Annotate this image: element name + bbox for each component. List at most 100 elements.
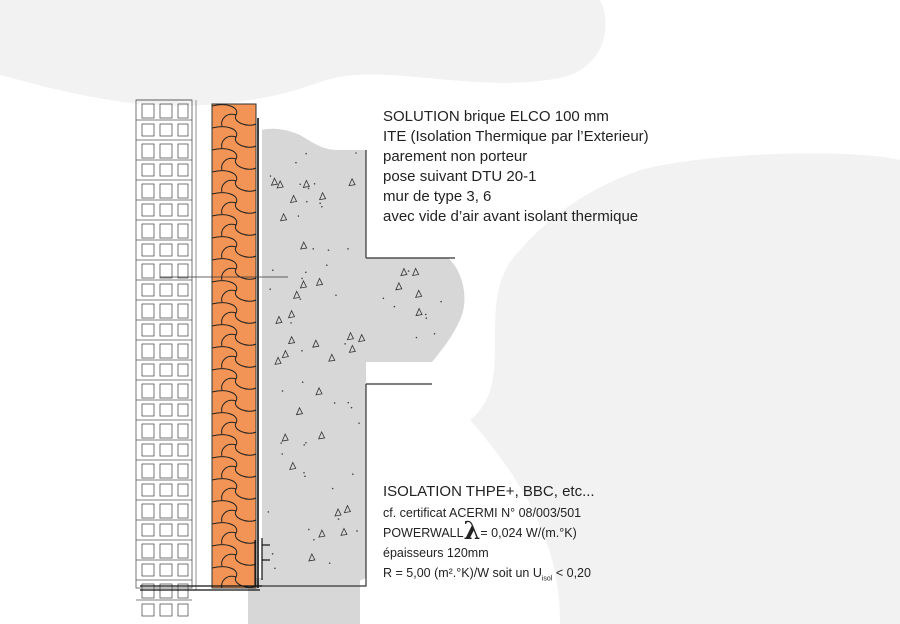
product-name: POWERWALL: [383, 526, 464, 540]
aggregate-triangle: [287, 335, 296, 345]
certificate-line: cf. certificat ACERMI N° 08/003/501: [383, 506, 582, 520]
aggregate-dot: [347, 248, 349, 250]
aggregate-triangle: [270, 177, 279, 186]
aggregate-dot: [347, 401, 350, 404]
concrete-aggregate: [267, 152, 442, 570]
aggregate-dot: [433, 332, 436, 335]
aggregate-dot: [281, 453, 284, 455]
aggregate-dot: [335, 294, 337, 297]
aggregate-triangle: [348, 344, 356, 353]
solution-line: mur de type 3, 6: [383, 188, 492, 205]
brick-course: [136, 579, 192, 617]
aggregate-dot: [327, 249, 330, 251]
brick-course: [136, 499, 192, 537]
lambda-symbol: λ: [463, 516, 481, 545]
aggregate-triangle: [415, 307, 423, 317]
aggregate-dot: [305, 442, 307, 444]
brick-course: [136, 299, 192, 337]
aggregate-dot: [305, 152, 307, 155]
aggregate-triangle: [317, 430, 326, 440]
aggregate-dot: [382, 297, 385, 300]
aggregate-triangle: [281, 433, 289, 442]
brick-course: [136, 419, 192, 457]
aggregate-triangle: [415, 289, 423, 298]
aggregate-triangle: [276, 180, 284, 189]
aggregate-triangle: [343, 504, 352, 514]
aggregate-triangle: [334, 508, 342, 517]
aggregate-triangle: [328, 353, 336, 362]
aggregate-dot: [307, 187, 310, 190]
u-subscript: isol: [541, 575, 553, 583]
aggregate-triangle: [318, 191, 327, 201]
aggregate-dot: [313, 538, 315, 541]
aggregate-dot: [328, 562, 331, 564]
resistance-line: R = 5,00 (m².°K)/W soit un Uisol < 0,20: [383, 563, 595, 590]
aggregate-dot: [312, 248, 315, 250]
solution-line: SOLUTION brique ELCO 100 mm: [383, 108, 609, 125]
brick-course: [136, 259, 192, 297]
brick-course: [136, 379, 192, 417]
aggregate-dot: [407, 270, 410, 272]
aggregate-triangle: [275, 315, 283, 324]
brick-course: [136, 179, 192, 217]
aggregate-dot: [393, 305, 396, 308]
u-limit: < 0,20: [552, 566, 591, 580]
base-detail: [140, 538, 270, 591]
aggregate-dot: [297, 215, 300, 217]
aggregate-triangle: [346, 331, 355, 341]
aggregate-triangle: [289, 194, 298, 203]
aggregate-dot: [303, 471, 305, 474]
aggregate-dot: [337, 518, 340, 520]
aggregate-dot: [295, 161, 297, 164]
solution-line: pose suivant DTU 20-1: [383, 168, 537, 185]
aggregate-dot: [274, 567, 276, 570]
aggregate-dot: [305, 200, 308, 203]
aggregate-dot: [271, 269, 274, 272]
lambda-line: POWERWALLλ= 0,024 W/(m.°K): [383, 519, 595, 543]
solution-line: ITE (Isolation Thermique par l’Exterieur…: [383, 128, 649, 145]
aggregate-dot: [304, 475, 306, 478]
aggregate-triangle: [312, 339, 320, 348]
aggregate-triangle: [274, 356, 282, 365]
aggregate-dot: [269, 175, 272, 177]
aggregate-dot: [301, 381, 304, 383]
aggregate-dot: [352, 473, 354, 475]
aggregate-dot: [331, 487, 334, 490]
aggregate-triangle: [287, 309, 296, 319]
insulation-wave: [211, 104, 257, 589]
brick-course: [136, 539, 192, 577]
brick-course: [136, 219, 192, 257]
aggregate-dot: [301, 277, 303, 280]
aggregate-dot: [303, 444, 306, 446]
aggregate-triangle: [308, 553, 316, 562]
solution-description: SOLUTION brique ELCO 100 mm ITE (Isolati…: [383, 107, 649, 227]
aggregate-dot: [326, 264, 328, 267]
aggregate-dot: [350, 406, 353, 409]
aggregate-triangle: [281, 349, 290, 359]
solution-line: avec vide d’air avant isolant thermique: [383, 208, 639, 225]
isolation-spec: ISOLATION THPE+, BBC, etc... cf. certifi…: [383, 481, 595, 590]
solution-line: parement non porteur: [383, 148, 528, 165]
aggregate-triangle: [400, 267, 408, 277]
aggregate-dot: [304, 271, 307, 274]
aggregate-dot: [358, 422, 360, 424]
brick-facing: [135, 99, 193, 617]
thickness-line: épaisseurs 120mm: [383, 546, 489, 560]
isolation-heading: ISOLATION THPE+, BBC, etc...: [383, 483, 595, 500]
aggregate-triangle: [279, 212, 288, 222]
aggregate-triangle: [395, 281, 403, 291]
brick-course: [136, 459, 192, 497]
aggregate-dot: [301, 349, 303, 352]
aggregate-dot: [356, 530, 358, 532]
brick-course: [136, 339, 192, 377]
aggregate-dot: [333, 402, 336, 404]
aggregate-triangle: [300, 241, 308, 250]
concrete-lower: [248, 578, 360, 624]
aggregate-triangle: [299, 280, 308, 289]
aggregate-triangle: [358, 333, 366, 343]
aggregate-triangle: [295, 406, 304, 416]
aggregate-dot: [281, 390, 284, 392]
aggregate-dot: [440, 300, 442, 303]
